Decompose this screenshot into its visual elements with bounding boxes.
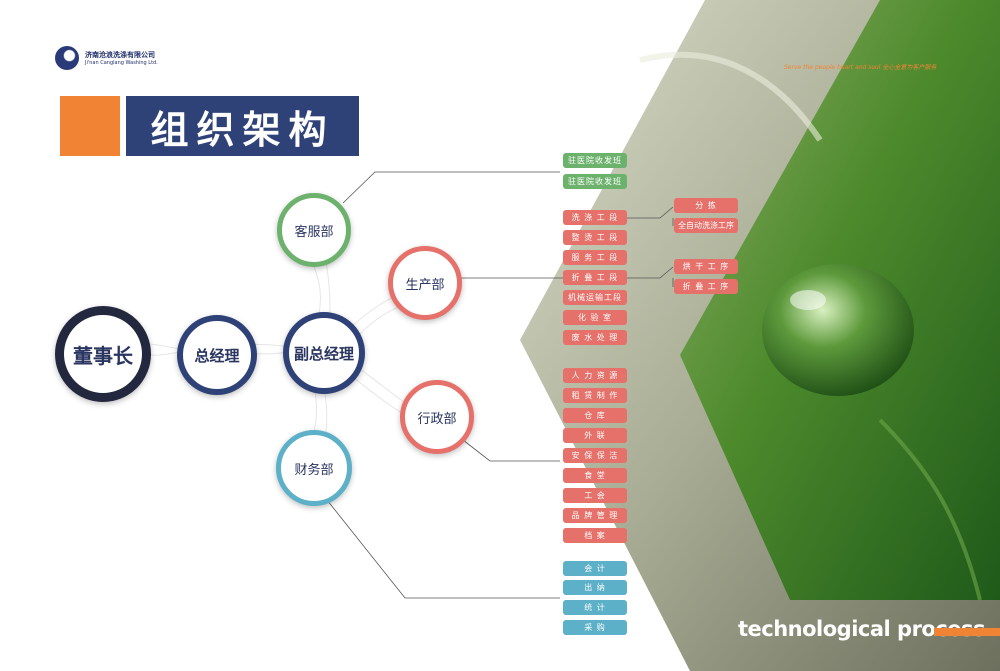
node-production: 生产部 bbox=[388, 246, 462, 320]
company-name-cn: 济南沧浪洗涤有限公司 bbox=[85, 51, 155, 59]
title-accent-square bbox=[60, 96, 120, 156]
finance-item: 采 购 bbox=[563, 620, 627, 635]
production-item: 洗 涤 工 段 bbox=[563, 210, 627, 225]
finance-item: 统 计 bbox=[563, 600, 627, 615]
node-general-manager: 总经理 bbox=[177, 315, 257, 395]
production-item: 化 验 室 bbox=[563, 310, 627, 325]
admin-item: 安 保 保 洁 bbox=[563, 448, 627, 463]
admin-item: 外 联 bbox=[563, 428, 627, 443]
customer-item: 驻医院收发班 bbox=[563, 174, 627, 189]
admin-item: 仓 库 bbox=[563, 408, 627, 423]
finance-item: 出 纳 bbox=[563, 580, 627, 595]
production-item: 折 叠 工 段 bbox=[563, 270, 627, 285]
production-item: 服 务 工 段 bbox=[563, 250, 627, 265]
line-admin bbox=[462, 439, 560, 462]
finance-item: 会 计 bbox=[563, 561, 627, 576]
admin-item: 品 牌 管 理 bbox=[563, 508, 627, 523]
customer-item: 驻医院收发班 bbox=[563, 153, 627, 168]
line-customer bbox=[342, 171, 560, 204]
washing-sub-item: 分 拣 bbox=[674, 198, 738, 213]
washing-sub-item: 全自动洗涤工序 bbox=[674, 218, 738, 233]
company-logo: 济南沧浪洗涤有限公司 Ji'nan Canglang Washing Ltd. bbox=[55, 46, 158, 70]
admin-item: 工 会 bbox=[563, 488, 627, 503]
page-title: 组织架构 bbox=[126, 96, 359, 156]
production-item: 废 水 处 理 bbox=[563, 330, 627, 345]
logo-icon bbox=[55, 46, 79, 70]
company-name-en: Ji'nan Canglang Washing Ltd. bbox=[85, 60, 158, 66]
node-customer-service: 客服部 bbox=[277, 193, 351, 267]
folding-sub-item: 烘 干 工 序 bbox=[674, 259, 738, 274]
admin-item: 租 赁 制 作 bbox=[563, 388, 627, 403]
admin-item: 人 力 资 源 bbox=[563, 368, 627, 383]
line-finance bbox=[326, 499, 560, 599]
line-folding-sub bbox=[625, 266, 674, 279]
line-washing-sub bbox=[625, 206, 674, 219]
admin-item: 档 案 bbox=[563, 528, 627, 543]
node-administration: 行政部 bbox=[400, 380, 474, 454]
slogan: Serve the people heart and soul 全心全意为客户服… bbox=[784, 64, 937, 71]
footer-accent-bar bbox=[934, 628, 1000, 636]
node-finance: 财务部 bbox=[276, 430, 352, 506]
production-item: 整 烫 工 段 bbox=[563, 230, 627, 245]
production-item: 机械运输工段 bbox=[563, 290, 627, 305]
node-deputy-general-manager: 副总经理 bbox=[283, 312, 365, 394]
folding-sub-item: 折 叠 工 序 bbox=[674, 279, 738, 294]
node-chairman: 董事长 bbox=[55, 306, 151, 402]
admin-item: 食 堂 bbox=[563, 468, 627, 483]
